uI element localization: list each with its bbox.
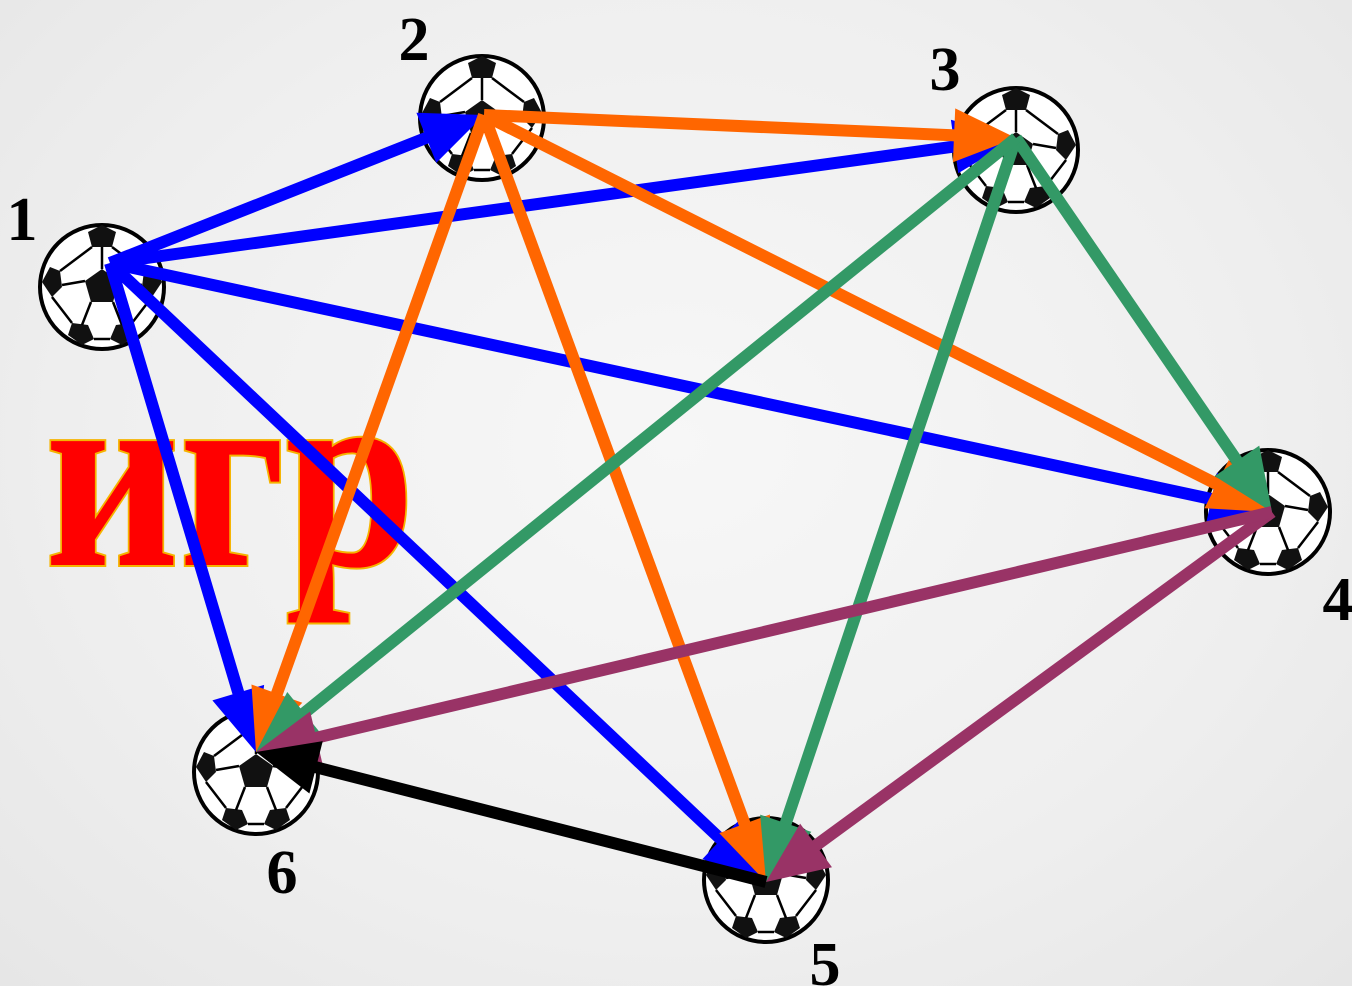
arrow-shaft [481,109,1223,492]
arrow-1-to-6 [104,261,265,752]
arrow-shaft [109,139,960,269]
edges-layer [104,108,1276,888]
arrow-shaft [269,112,490,700]
arrow-shaft [108,257,1217,506]
arrow-head [719,814,770,882]
arrow-3-to-4 [1011,134,1272,512]
arrow-shaft [809,507,1276,853]
arrow-shaft [310,760,768,888]
arrow-shaft [1011,134,1245,468]
arrow-head [702,819,766,882]
node-label-4: 4 [1323,566,1352,634]
node-label-5: 5 [810,931,841,986]
arrow-shaft [778,136,1022,829]
node-label-1: 1 [7,186,38,254]
arrow-head [416,112,484,163]
node-label-3: 3 [930,36,961,104]
arrow-2-to-3 [483,108,1016,163]
arrow-head [1214,445,1272,512]
arrow-head [256,741,323,794]
arrow-shaft [105,258,728,847]
arrow-shaft [483,109,959,142]
arrow-2-to-5 [478,112,770,882]
arrow-head [212,684,265,752]
arrow-1-to-2 [107,112,484,269]
arrow-3-to-5 [760,136,1022,882]
arrow-1-to-5 [105,258,766,882]
arrow-shaft [311,506,1274,745]
arrow-head [766,823,832,882]
arrow-shaft [107,130,433,269]
arrow-shaft [104,261,246,699]
arrow-head [952,108,1016,163]
node-label-2: 2 [399,6,430,74]
node-label-6: 6 [267,839,298,907]
arrow-4-to-5 [766,507,1276,882]
arrow-5-to-6 [256,741,768,888]
labels-layer: 1 2 3 4 5 6 [7,6,1352,986]
arrow-shaft [478,112,752,830]
arrow-shaft [297,133,1020,721]
